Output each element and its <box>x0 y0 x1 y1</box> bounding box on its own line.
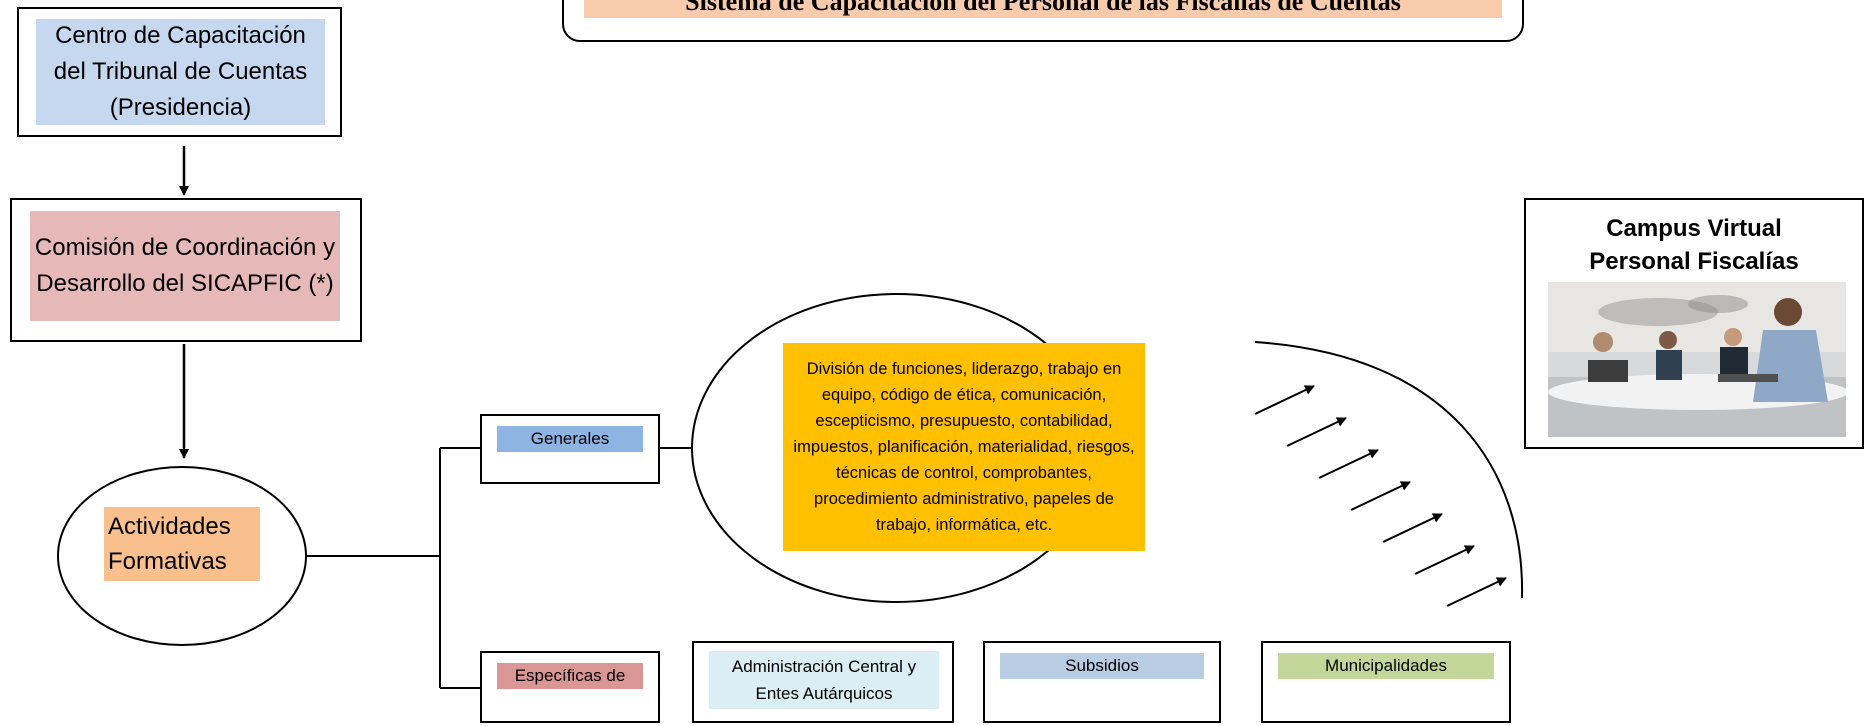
generales-box: Generales <box>480 414 660 484</box>
comision-box: Comisión de Coordinación y Desarrollo de… <box>10 198 362 342</box>
municipalidades-label: Municipalidades <box>1278 653 1494 679</box>
centro-capacitacion-label: Centro de Capacitación del Tribunal de C… <box>36 19 325 125</box>
subsidios-label: Subsidios <box>1000 653 1204 679</box>
generales-label: Generales <box>497 426 643 452</box>
centro-capacitacion-box: Centro de Capacitación del Tribunal de C… <box>17 7 342 137</box>
subsidios-box: Subsidios <box>983 641 1221 723</box>
actividades-label: Actividades Formativas <box>104 507 260 581</box>
title-text: Sistema de Capacitación del Personal de … <box>584 0 1502 18</box>
topics-label: División de funciones, liderazgo, trabaj… <box>783 343 1145 551</box>
campus-arc <box>1254 341 1524 599</box>
campus-virtual-box: Campus Virtual Personal Fiscalías <box>1524 198 1864 449</box>
especificas-label: Específicas de <box>497 663 643 689</box>
comision-label: Comisión de Coordinación y Desarrollo de… <box>30 211 340 321</box>
office-meeting-photo <box>1548 282 1846 437</box>
title-banner: Sistema de Capacitación del Personal de … <box>562 0 1524 42</box>
especificas-box: Específicas de <box>480 651 660 723</box>
municipalidades-box: Municipalidades <box>1261 641 1511 723</box>
diagonal-arrows <box>1254 385 1507 607</box>
campus-virtual-title: Campus Virtual Personal Fiscalías <box>1589 215 1799 275</box>
admin-central-label: Administración Central y Entes Autárquic… <box>709 651 939 709</box>
admin-central-box: Administración Central y Entes Autárquic… <box>692 641 954 723</box>
